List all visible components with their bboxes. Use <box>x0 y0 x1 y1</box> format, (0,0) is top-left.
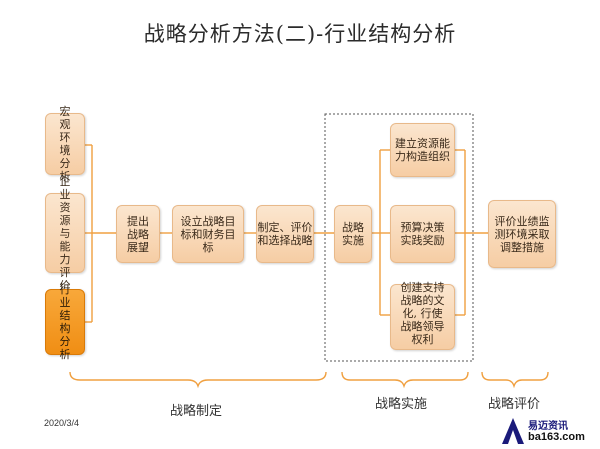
strategy-implementation-box: 战略实施 <box>334 205 372 263</box>
performance-evaluation-box: 评价业绩监测环境采取调整措施 <box>488 200 556 268</box>
enterprise-resources-box: 企业资源与能力评价 <box>45 175 85 292</box>
logo-text: 易迈资讯 <box>528 421 568 432</box>
logo-triangle-icon <box>502 418 524 444</box>
phase-evaluate-label: 战略评价 <box>488 397 541 412</box>
strategic-culture-box: 创建支持战略的文化, 行使战略领导权利 <box>390 281 455 350</box>
date-stamp: 2020/3/4 <box>44 418 80 428</box>
industry-structure-box: 行业结构分析 <box>45 283 85 361</box>
strategic-outlook-box: 提出战略展望 <box>116 205 160 263</box>
phase-formulate-label: 战略制定 <box>170 404 223 419</box>
logo-url: ba163.com <box>528 431 585 443</box>
macro-environment-box: 宏观环境分析 <box>45 105 85 183</box>
page-title: 战略分析方法(二)-行业结构分析 <box>143 22 457 46</box>
budget-decision-box: 预算决策实践奖励 <box>390 205 455 263</box>
phase-implement-label: 战略实施 <box>375 397 428 412</box>
strategy-selection-box: 制定、评价和选择战略 <box>256 205 314 263</box>
watermark-logo: 易迈资讯 ba163.com <box>500 416 595 446</box>
strategic-targets-box: 设立战略目标和财务目标 <box>172 205 244 263</box>
resource-capability-box: 建立资源能力构造组织 <box>390 123 455 177</box>
